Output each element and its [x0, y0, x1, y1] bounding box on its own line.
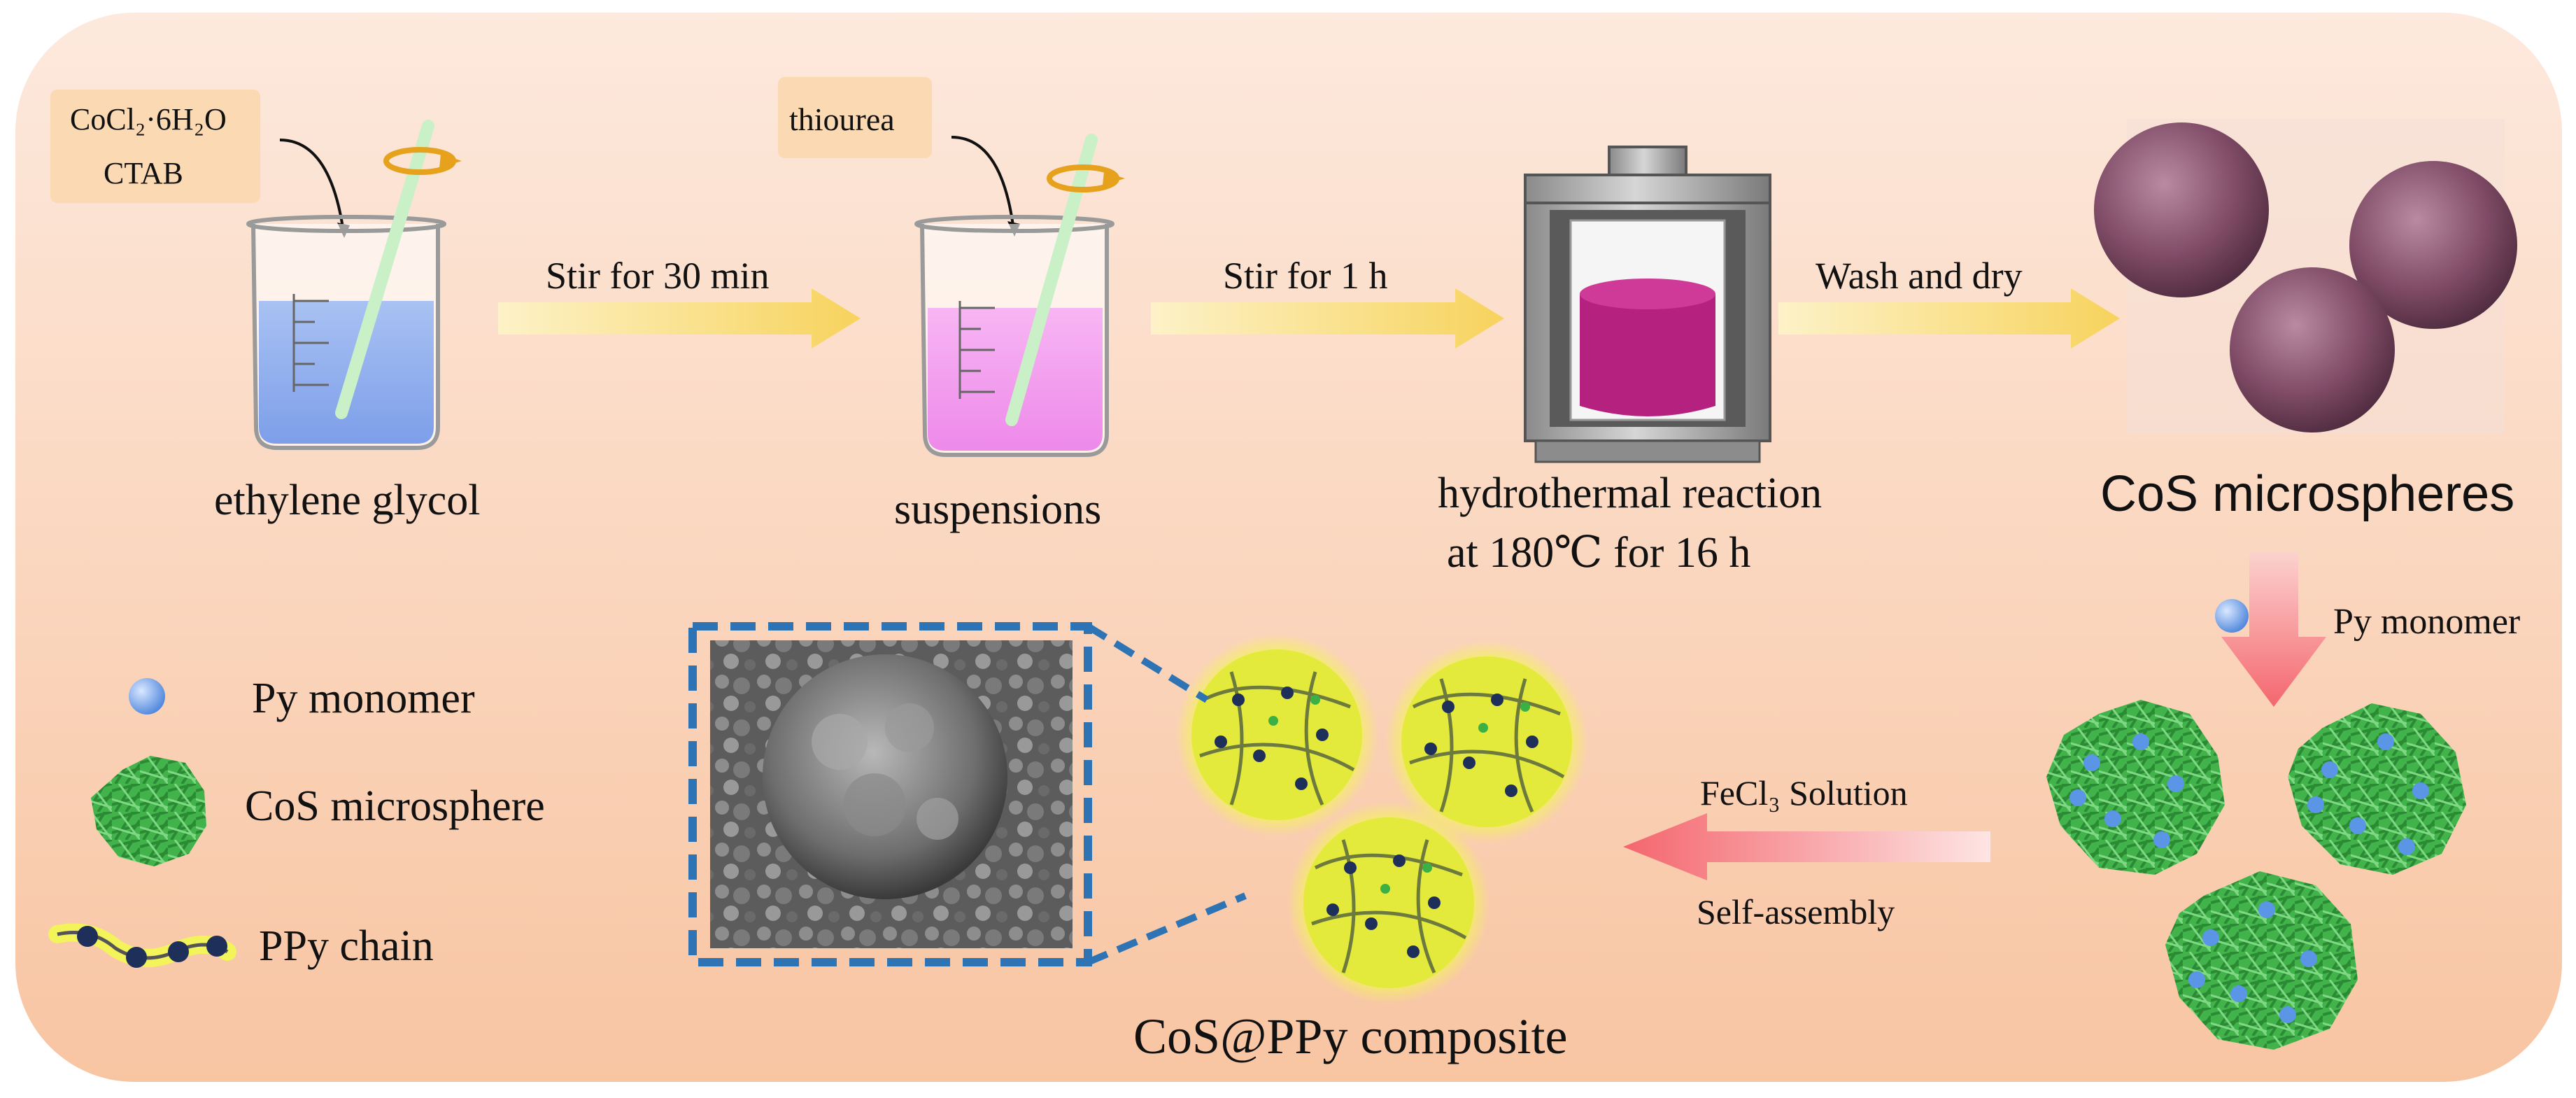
arrow-fecl3 [1623, 813, 1990, 880]
thiourea-label: thiourea [789, 101, 895, 137]
arrow-wash-dry [1778, 288, 2120, 349]
legend: Py monomer CoS microsphere PPy chain [48, 675, 545, 970]
arrow-py-monomer [2221, 553, 2326, 707]
label-fecl3: FeCl₃ Solution [1700, 773, 1908, 812]
label-stir-30: Stir for 30 min [546, 255, 770, 297]
sem-frame [688, 622, 1092, 966]
beaker-suspension [914, 134, 1125, 457]
cos-py-sphere [2165, 871, 2358, 1050]
cos-py-clusters [2046, 700, 2466, 1050]
arrow-stir-30 [498, 288, 861, 349]
reagents-line2: CTAB [104, 156, 183, 190]
cos-sphere [2094, 122, 2269, 297]
legend-label-cos-microsphere: CoS microsphere [245, 782, 545, 830]
label-self-assembly: Self-assembly [1697, 892, 1895, 931]
thiourea-box: thiourea [778, 77, 932, 158]
stirring-rod [1005, 134, 1098, 426]
caption-hydrothermal-1: hydrothermal reaction [1438, 470, 1822, 517]
label-py-monomer-step: Py monomer [2333, 602, 2520, 642]
cos-py-sphere [2288, 703, 2466, 875]
arrow-stir-1h [1151, 288, 1504, 349]
beaker-ethylene-glycol [246, 120, 462, 450]
caption-hydrothermal-2: at 180℃ for 16 h [1447, 529, 1750, 577]
cos-sphere [2230, 267, 2395, 432]
label-wash-dry: Wash and dry [1816, 255, 2023, 297]
zoom-line [1086, 623, 1209, 703]
reagents-box: CoCl₂·6H₂O CTAB [50, 90, 260, 203]
cos-microsphere-icon [91, 756, 206, 866]
caption-cos-microspheres: CoS microspheres [2100, 466, 2514, 522]
background-panel [15, 13, 2562, 1082]
pink-solution [928, 308, 1103, 451]
magenta-solution [1580, 294, 1715, 416]
cos-microspheres-image [2094, 119, 2517, 434]
ppy-chain-icon [48, 923, 236, 968]
legend-label-ppy-chain: PPy chain [259, 922, 434, 970]
legend-label-py-monomer: Py monomer [252, 675, 475, 722]
py-monomer-icon [2215, 599, 2249, 633]
thiourea-drop-arrow [951, 136, 1014, 226]
composite-sphere [1287, 801, 1490, 1004]
composite-sphere [1175, 633, 1378, 836]
reagents-line1: CoCl₂·6H₂O [70, 102, 227, 136]
cos-sphere [2349, 161, 2517, 329]
caption-composite: CoS@PPy composite [1133, 1008, 1567, 1064]
cos-py-sphere [2046, 700, 2225, 875]
blue-solution [259, 301, 434, 444]
cos-ppy-composite-image [1175, 633, 1588, 1004]
zoom-line [1087, 892, 1247, 966]
sem-inset [688, 622, 1247, 966]
autoclave-icon [1524, 146, 1771, 463]
composite-sphere [1385, 640, 1588, 843]
py-monomer-icon [129, 678, 165, 715]
caption-suspensions: suspensions [894, 486, 1101, 533]
label-stir-1h: Stir for 1 h [1223, 255, 1388, 297]
reagent-drop-arrow [279, 139, 344, 228]
caption-ethylene-glycol: ethylene glycol [214, 477, 480, 524]
